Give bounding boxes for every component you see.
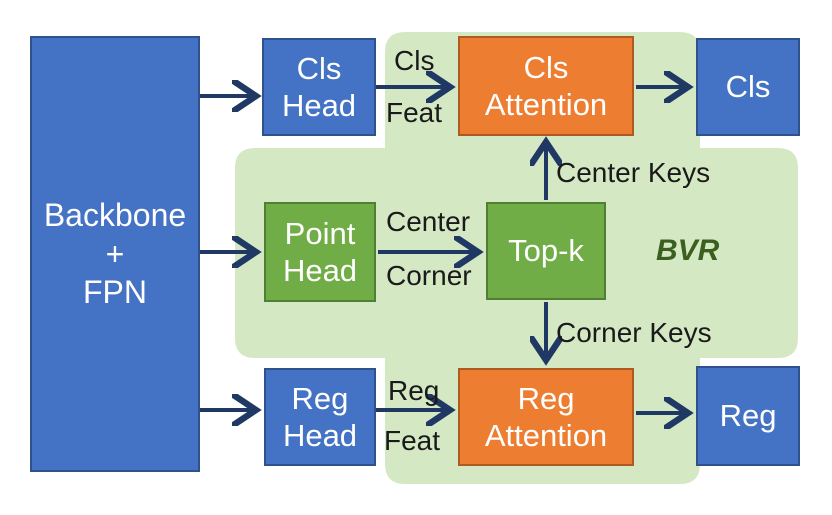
cls-head-box: Cls Head bbox=[262, 38, 376, 136]
reg-attention-line1: Reg bbox=[517, 380, 575, 416]
backbone-fpn-box: Backbone + FPN bbox=[30, 36, 200, 472]
edge-label-reg: Reg bbox=[388, 375, 440, 406]
cls-output-label: Cls bbox=[725, 69, 771, 105]
bvr-label: BVR bbox=[656, 234, 720, 267]
reg-output-box: Reg bbox=[696, 366, 800, 466]
cls-attention-line2: Attention bbox=[484, 87, 608, 122]
cls-head-line1: Cls bbox=[296, 50, 342, 86]
edge-label-center: Center bbox=[386, 206, 471, 237]
cls-attention-box: Cls Attention bbox=[458, 36, 634, 136]
point-head-line2: Head bbox=[282, 253, 358, 288]
cls-output-box: Cls bbox=[696, 38, 800, 136]
backbone-label: Backbone bbox=[43, 197, 187, 234]
topk-box: Top-k bbox=[486, 202, 606, 300]
point-head-box: Point Head bbox=[264, 202, 376, 302]
edge-label-center-keys: Center Keys bbox=[556, 157, 711, 188]
reg-attention-line2: Attention bbox=[484, 418, 608, 453]
reg-attention-box: Reg Attention bbox=[458, 368, 634, 466]
reg-head-box: Reg Head bbox=[264, 368, 376, 466]
reg-head-line1: Reg bbox=[291, 380, 349, 416]
reg-output-label: Reg bbox=[719, 398, 777, 434]
fpn-label: FPN bbox=[82, 274, 147, 311]
edge-label-cls: Cls bbox=[394, 45, 435, 76]
edge-label-reg-feat: Feat bbox=[384, 425, 441, 456]
cls-head-line2: Head bbox=[281, 88, 357, 123]
plus-label: + bbox=[105, 235, 125, 272]
cls-attention-line1: Cls bbox=[523, 49, 569, 85]
topk-label: Top-k bbox=[508, 233, 584, 269]
edge-label-corner: Corner bbox=[386, 260, 472, 291]
edge-label-cls-feat: Feat bbox=[386, 97, 443, 128]
edge-label-corner-keys: Corner Keys bbox=[556, 317, 712, 348]
point-head-line1: Point bbox=[284, 215, 356, 251]
reg-head-line2: Head bbox=[282, 418, 358, 453]
